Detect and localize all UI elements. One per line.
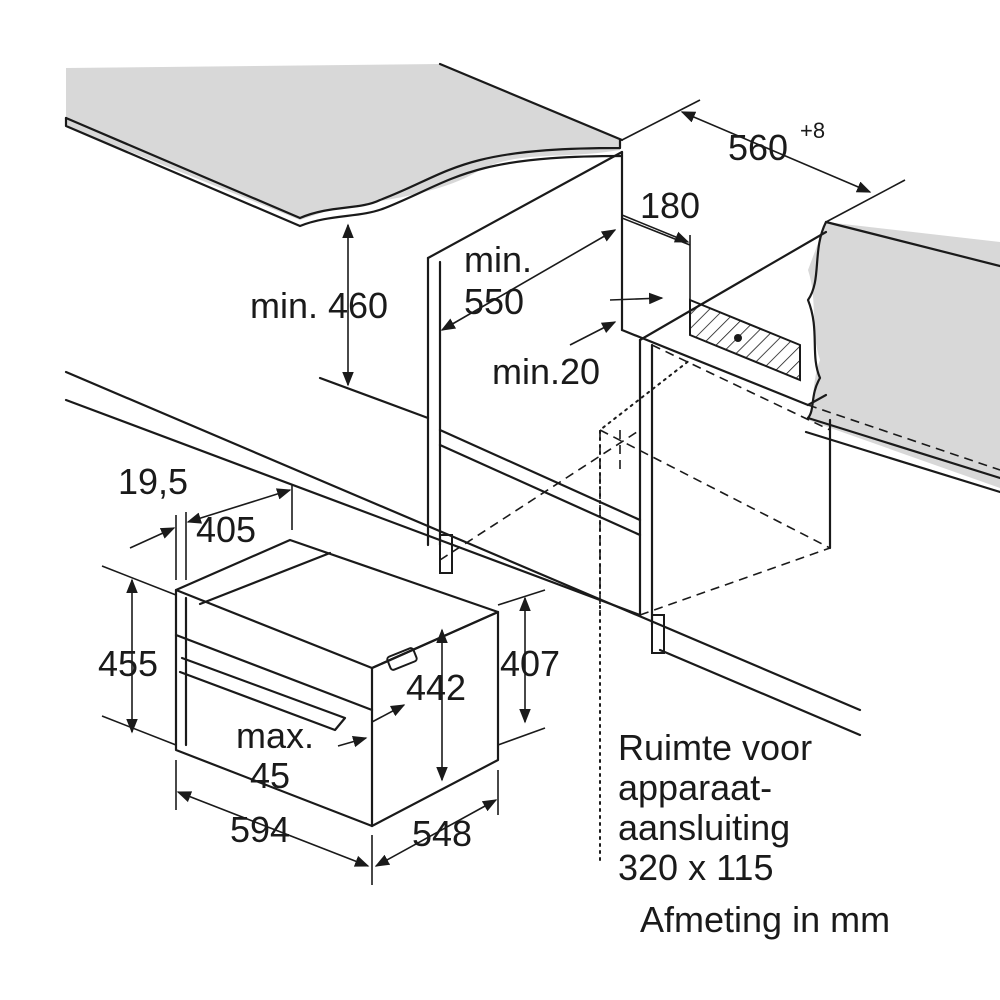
label-min-height: min. 460 <box>250 285 388 326</box>
oven <box>174 538 500 828</box>
label-min-gap: min.20 <box>492 351 600 392</box>
connection-note-line-2: apparaat- <box>618 767 773 808</box>
label-front-offset: 19,5 <box>118 461 188 502</box>
countertop-right <box>804 220 1000 494</box>
label-depth-offset: 180 <box>640 185 700 226</box>
label-cabinet-width-tolerance: +8 <box>800 118 825 143</box>
dimension-labels: 560 +8 180 min. 460 min. 550 min.20 19,5… <box>98 118 825 854</box>
units-note: Afmeting in mm <box>640 899 891 940</box>
label-side-height: 407 <box>500 643 560 684</box>
label-max-2: 45 <box>250 755 290 796</box>
connection-note-line-1: Ruimte voor <box>618 727 813 768</box>
label-cabinet-width: 560 <box>728 127 788 168</box>
cabinet-carcass <box>64 150 862 737</box>
label-max-1: max. <box>236 715 314 756</box>
label-overall-depth: 548 <box>412 813 472 854</box>
connection-note-line-4: 320 x 115 <box>618 847 774 888</box>
label-handle-depth: 405 <box>196 509 256 550</box>
label-min-depth-1: min. <box>464 239 532 280</box>
connection-area-hatch <box>689 298 801 382</box>
label-overall-height: 455 <box>98 643 158 684</box>
connection-callout <box>599 359 691 861</box>
label-inner-height: 442 <box>406 667 466 708</box>
connection-note-line-3: aansluiting <box>618 807 791 848</box>
dimension-lines <box>101 99 906 885</box>
label-min-depth-2: 550 <box>464 281 524 322</box>
countertop-left <box>64 62 624 228</box>
label-overall-width: 594 <box>230 809 290 850</box>
connection-note: Ruimte voor apparaat- aansluiting 320 x … <box>618 728 812 888</box>
